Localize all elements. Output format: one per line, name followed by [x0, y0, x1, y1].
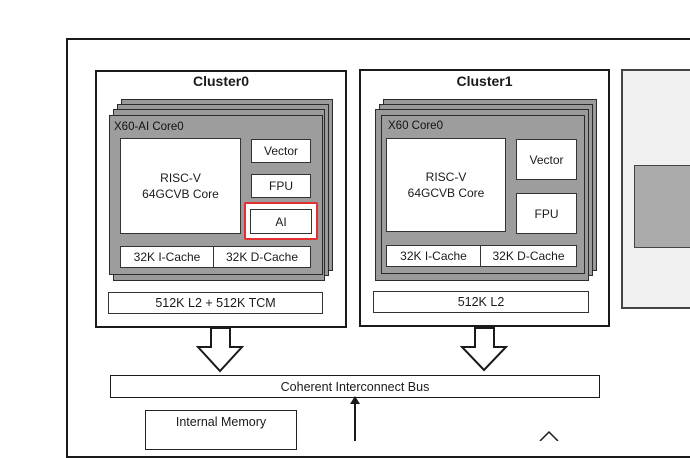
arrows-layer	[195, 327, 559, 441]
cluster0-risc-v-core: RISC-V 64GCVB Core	[120, 138, 241, 234]
cluster0-dcache: 32K D-Cache	[213, 246, 311, 268]
cluster0-icache: 32K I-Cache	[120, 246, 214, 268]
cluster1-risc-line1: RISC-V	[425, 170, 467, 184]
cluster0-risc-line2: 64GCVB Core	[142, 187, 219, 201]
cluster0-ai-unit: AI	[250, 209, 312, 234]
cluster1-l2-cache: 512K L2	[373, 291, 589, 313]
cluster1-core-label: X60 Core0	[388, 120, 443, 132]
cluster1-title: Cluster1	[456, 73, 513, 89]
cluster0-title: Cluster0	[192, 73, 250, 89]
cluster1-fpu-unit: FPU	[516, 193, 577, 234]
cluster1-down-arrow	[459, 327, 509, 372]
cluster0-down-arrow	[195, 327, 245, 373]
cluster1-risc-v-core: RISC-V 64GCVB Core	[386, 138, 506, 232]
cluster0-risc-line1: RISC-V	[160, 171, 201, 185]
cluster0-vector-unit: Vector	[251, 139, 311, 163]
bus-up-arrowhead	[350, 396, 360, 404]
cluster1-vector-unit: Vector	[516, 139, 577, 180]
cluster1-risc-line2: 64GCVB Core	[407, 186, 485, 200]
cluster2-partial-block	[634, 165, 690, 248]
cluster0-core-label: X60-AI Core0	[114, 121, 184, 133]
partial-arrowhead-outline	[539, 430, 559, 441]
cluster0-l2-cache: 512K L2 + 512K TCM	[108, 292, 323, 314]
cluster1-dcache: 32K D-Cache	[480, 245, 577, 267]
internal-memory-label: Internal Memory	[175, 415, 267, 429]
cluster1-icache: 32K I-Cache	[386, 245, 481, 267]
cluster0-fpu-unit: FPU	[251, 174, 311, 198]
